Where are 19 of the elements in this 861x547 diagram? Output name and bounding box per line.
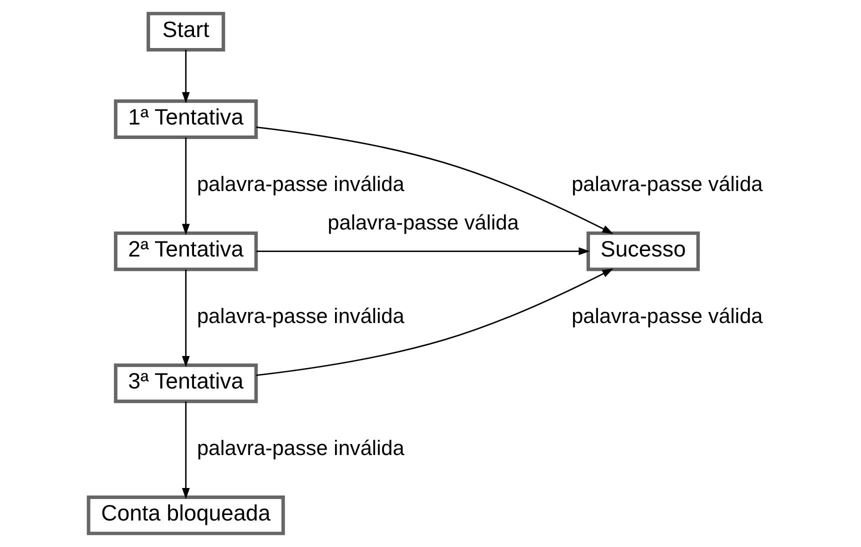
node-box: Conta bloqueada xyxy=(86,496,285,536)
node-box: Start xyxy=(146,12,226,52)
arrow xyxy=(182,270,190,368)
arrow xyxy=(182,402,190,500)
edge-label: palavra-passe válida xyxy=(572,304,763,328)
arrow xyxy=(182,138,190,236)
arrow xyxy=(256,268,614,376)
arrow xyxy=(182,50,190,104)
node-box: 3ª Tentativa xyxy=(114,364,258,404)
node-box: 1ª Tentativa xyxy=(114,99,258,140)
node-box: Sucesso xyxy=(586,231,700,272)
arrow xyxy=(256,247,590,256)
edge-label: palavra-passe inválida xyxy=(196,304,404,328)
edge-label: palavra-passe inválida xyxy=(196,436,404,460)
arrow xyxy=(256,126,614,234)
edge-label: palavra-passe válida xyxy=(572,172,763,196)
edge-label: palavra-passe válida xyxy=(328,212,519,235)
edge-label: palavra-passe inválida xyxy=(196,172,404,196)
node-box: 2ª Tentativa xyxy=(114,231,258,272)
